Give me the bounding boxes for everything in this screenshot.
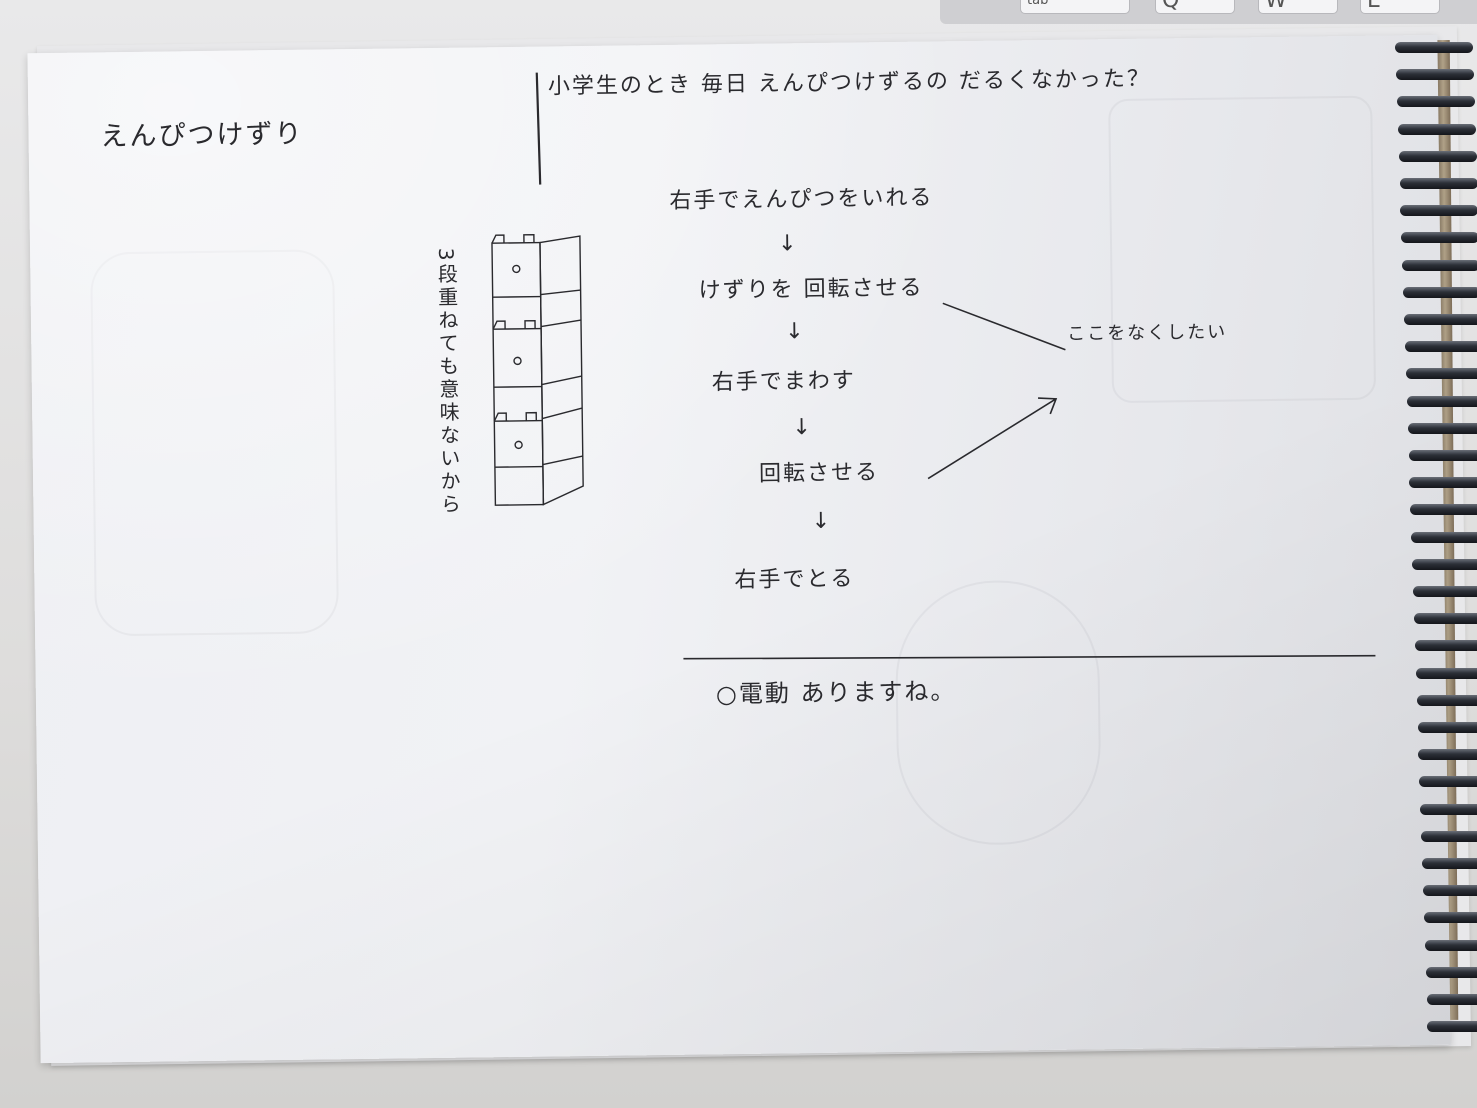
tier-line	[541, 375, 582, 386]
keyboard-key-w: W	[1258, 0, 1338, 14]
spiral-ring	[1414, 640, 1477, 652]
spiral-ring	[1407, 422, 1477, 434]
handle-notch	[491, 233, 535, 244]
spiral-ring	[1413, 586, 1477, 597]
spiral-ring	[1403, 286, 1477, 298]
spiral-ring	[1417, 722, 1477, 733]
spiral-ring	[1401, 232, 1477, 244]
spiral-ring	[1420, 803, 1477, 815]
spiral-ring	[1396, 96, 1475, 108]
spiral-ring	[1402, 259, 1477, 271]
spiral-ring	[1395, 42, 1473, 53]
spiral-ring	[1416, 694, 1477, 706]
horizontal-rule	[683, 654, 1376, 660]
spiral-ring	[1410, 504, 1477, 516]
stacked-sharpener-sketch	[491, 233, 584, 506]
spiral-ring	[1426, 994, 1477, 1005]
sharpener-side	[539, 235, 584, 506]
spiral-ring	[1421, 830, 1477, 842]
spiral-ring	[1397, 123, 1476, 135]
pencil-hole	[514, 440, 523, 450]
spiral-ring	[1415, 667, 1477, 679]
spiral-ring	[1427, 1021, 1477, 1033]
spiral-ring	[1425, 966, 1477, 978]
tier-line	[540, 319, 582, 328]
tier-line	[494, 465, 543, 468]
tier-line	[540, 289, 581, 296]
keyboard-key-e: E	[1360, 0, 1440, 14]
spiral-ring	[1424, 939, 1477, 951]
tier-line	[494, 419, 543, 422]
spiral-ring	[1411, 531, 1477, 543]
handle-notch	[493, 411, 538, 422]
key-label: E	[1367, 0, 1381, 13]
sharpener-front	[491, 241, 545, 506]
spiral-ring	[1405, 368, 1477, 380]
keyboard-key-q: Q	[1155, 0, 1235, 14]
spiral-ring	[1418, 749, 1477, 761]
handle-notch	[492, 319, 536, 330]
spiral-ring	[1404, 341, 1477, 353]
spiral-binding	[1395, 28, 1477, 1038]
keyboard: tab Q W E	[940, 0, 1477, 24]
spiral-ring	[1395, 69, 1474, 81]
tier-line	[542, 455, 583, 466]
spiral-ring	[1409, 477, 1477, 489]
spiral-ring	[1398, 150, 1477, 162]
tier-line	[493, 327, 542, 330]
divider-line	[535, 72, 542, 185]
spiral-ring	[1419, 776, 1477, 788]
keyboard-key-tab: tab	[1020, 0, 1130, 14]
spiral-ring	[1412, 558, 1477, 570]
key-label: W	[1265, 0, 1287, 13]
pencil-hole	[513, 356, 522, 366]
tier-line	[492, 295, 541, 298]
spiral-ring	[1422, 858, 1477, 869]
annotation-arrow	[927, 398, 1057, 480]
annotation-arrow	[942, 302, 1066, 351]
spiral-ring	[1406, 395, 1477, 407]
tier-line	[542, 407, 583, 420]
spiral-ring	[1413, 613, 1477, 625]
arrow-head	[1038, 397, 1058, 415]
key-label: tab	[1027, 0, 1049, 8]
spiral-ring	[1400, 205, 1477, 217]
spiral-ring	[1422, 885, 1477, 897]
spiral-ring	[1423, 912, 1477, 924]
notebook-page: えんぴつけずり 小学生のとき 毎日 えんぴつけずるの だるくなかった？ 3段重ね…	[27, 34, 1451, 1064]
ink-drawings	[491, 72, 1376, 660]
pencil-hole	[512, 264, 521, 274]
spiral-ring	[1408, 450, 1477, 461]
spiral-ring	[1399, 178, 1477, 189]
spiral-ring	[1404, 314, 1477, 325]
tier-line	[493, 385, 542, 388]
key-label: Q	[1162, 0, 1180, 13]
